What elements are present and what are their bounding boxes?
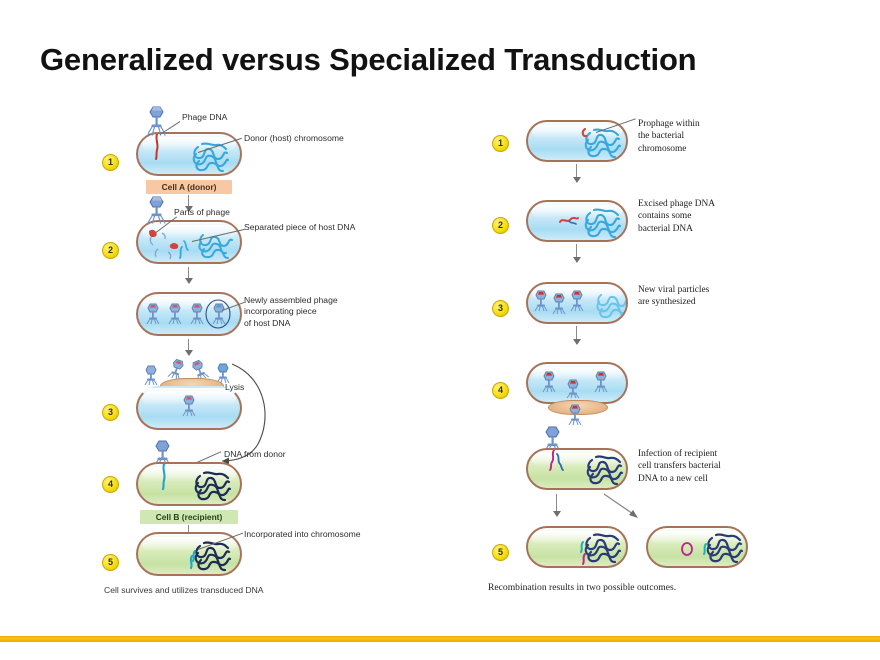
note-newly-assembled-phage: Newly assembled phage incorporating piec… [244, 295, 338, 328]
note-excised-phage-dna: Excised phage DNA contains some bacteria… [638, 199, 716, 234]
flow-arrow-r4 [551, 494, 563, 517]
note-new-viral-particles: New viral particles are synthesized [638, 285, 710, 308]
cell-outcome-1 [526, 526, 628, 568]
prophage-segment [581, 127, 588, 138]
assembled-phage-group [146, 299, 231, 329]
excised-phage-dna [559, 216, 579, 225]
donor-chromosome [192, 142, 230, 173]
step-badge-right-5: 5 [492, 544, 509, 561]
note-parts-of-phage: Parts of phage [174, 207, 230, 217]
cell-recipient-infected [526, 448, 628, 490]
cell-b-recipient [136, 462, 242, 506]
step-badge-left-3: 3 [102, 404, 119, 421]
flow-arrow-1 [183, 195, 195, 212]
outcome2-chromosome [703, 533, 744, 564]
page-title: Generalized versus Specialized Transduct… [40, 42, 697, 77]
branch-arrow-right [603, 493, 638, 518]
note-incorporated-into-chromosome: Incorporated into chromosome [244, 529, 361, 539]
note-phage-dna: Phage DNA [182, 112, 228, 122]
phage-icon [147, 106, 166, 136]
cell-assembled-phages [136, 292, 242, 336]
flow-arrow-2 [183, 267, 195, 284]
escaping-phage-right [568, 404, 582, 426]
step-badge-left-2: 2 [102, 242, 119, 259]
note-separated-host-dna: Separated piece of host DNA [244, 222, 356, 232]
phage-parts [149, 229, 183, 260]
cell-step2 [136, 220, 242, 264]
cell-lysing-right [526, 362, 628, 404]
outcome1-chromosome [580, 533, 622, 565]
accent-bar [0, 636, 880, 642]
flow-arrow-3 [183, 339, 195, 356]
cell-outcome-2 [646, 526, 748, 568]
recipient-chromosome [194, 471, 232, 502]
right-figure-caption: Recombination results in two possible ou… [488, 582, 677, 593]
note-prophage-within: Prophage within the bacterial chromosome [638, 119, 700, 154]
phage-inside-lysing-cell [182, 395, 196, 417]
step-badge-right-1: 1 [492, 135, 509, 152]
note-lysis: Lysis [225, 382, 245, 392]
flow-arrow-r2 [571, 244, 583, 263]
flow-arrow-r3 [571, 326, 583, 345]
bacterial-chromosome-3 [596, 294, 626, 319]
phages-before-lysis [542, 371, 608, 399]
plasmid-circle [681, 542, 693, 556]
note-donor-chromosome: Donor (host) chromosome [244, 133, 344, 143]
prophage-chromosome [581, 127, 622, 159]
step-badge-right-2: 2 [492, 217, 509, 234]
chromosome-with-insert [189, 541, 232, 572]
step-badge-right-3: 3 [492, 300, 509, 317]
step-badge-right-4: 4 [492, 382, 509, 399]
recipient-chromosome-right [586, 455, 624, 486]
bacterial-chromosome-2 [584, 208, 622, 239]
cell-a-donor [136, 132, 242, 176]
step-badge-left-1: 1 [102, 154, 119, 171]
step-badge-left-4: 4 [102, 476, 119, 493]
step-badge-left-5: 5 [102, 554, 119, 571]
new-phages-group [534, 290, 584, 315]
specialized-transduction-figure: 1 Prophage within the bacterial chromoso… [486, 104, 796, 604]
cell-b-recipient-label: Cell B (recipient) [140, 510, 238, 524]
flow-arrow-r1 [571, 164, 583, 183]
fragmented-chromosome [183, 234, 233, 259]
transferred-donor-dna [161, 464, 166, 491]
injected-phage-dna [155, 134, 159, 160]
note-dna-from-donor: DNA from donor [224, 449, 286, 459]
cell-excised-phage [526, 200, 628, 242]
left-figure-caption: Cell survives and utilizes transduced DN… [104, 585, 264, 595]
cell-new-viral-particles [526, 282, 628, 324]
cell-a-donor-label: Cell A (donor) [146, 180, 232, 194]
note-infection-of-recipient: Infection of recipient cell transfers ba… [638, 449, 721, 484]
phage-icon-2 [147, 196, 166, 224]
generalized-transduction-figure: 1 [98, 104, 448, 604]
injected-hybrid-dna [549, 450, 564, 471]
